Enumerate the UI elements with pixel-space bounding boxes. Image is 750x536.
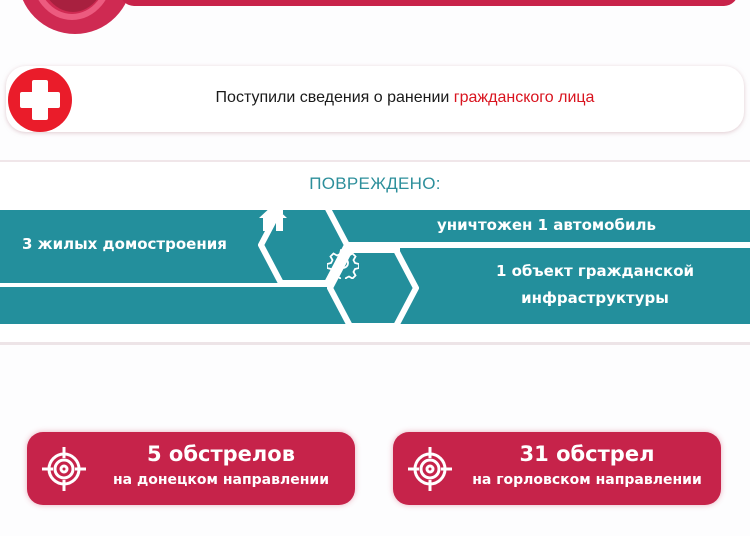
injury-notice-text: Поступили сведения о ранении гражданског…: [6, 89, 744, 107]
medical-cross-icon: [8, 68, 72, 132]
damage-title: ПОВРЕЖДЕНО:: [309, 174, 441, 193]
damage-item-houses-label: 3 жилых домостроения: [22, 235, 227, 253]
damage-item-car-label: уничтожен 1 автомобиль: [437, 216, 656, 234]
top-banner: [120, 0, 738, 6]
shelling-direction: на донецком направлении: [112, 472, 330, 488]
shelling-gorlovka: 31 обстрел на горловском направлении: [393, 432, 721, 505]
shelling-count: 5 обстрелов: [146, 442, 295, 466]
damage-item-infrastructure-label: 1 объект гражданской инфраструктуры: [495, 262, 695, 307]
target-icon: [408, 447, 452, 491]
house-hex: [258, 204, 350, 286]
damage-panel: ПОВРЕЖДЕНО: 3 жилых домостроения уничтож…: [0, 160, 750, 345]
damage-item-houses: 3 жилых домостроения: [0, 210, 285, 283]
damage-item-car: уничтожен 1 автомобиль: [330, 210, 750, 242]
shelling-donetsk: 5 обстрелов на донецком направлении: [27, 432, 355, 505]
damage-band-lower-left: [0, 287, 350, 324]
top-badge-icon: [18, 0, 132, 34]
notice-text-highlight: гражданского лица: [453, 89, 595, 106]
injury-notice-card: Поступили сведения о ранении гражданског…: [6, 66, 744, 132]
gear-hex: [327, 247, 419, 329]
target-icon: [42, 447, 86, 491]
gear-icon: [327, 247, 419, 329]
house-icon: [258, 204, 350, 286]
damage-item-infrastructure: 1 объект гражданской инфраструктуры: [400, 248, 750, 324]
notice-text-prefix: Поступили сведения о ранении: [215, 89, 454, 106]
shelling-count: 31 обстрел: [519, 442, 655, 466]
shelling-direction: на горловском направлении: [472, 472, 702, 488]
